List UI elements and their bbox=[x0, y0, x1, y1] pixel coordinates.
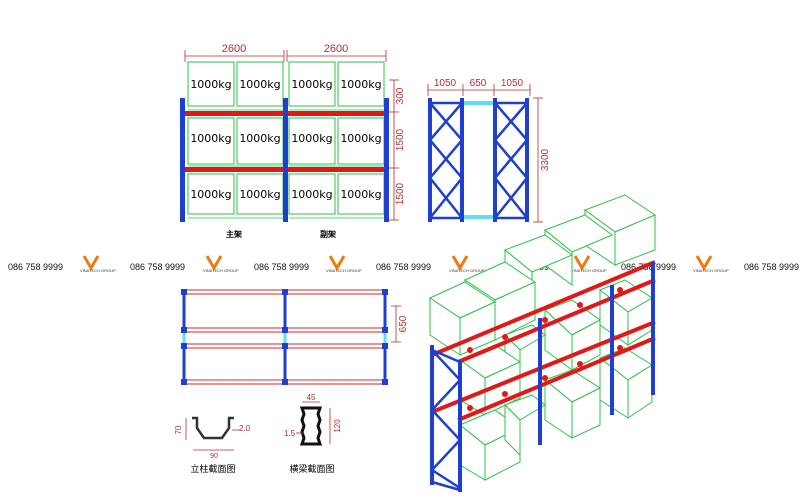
beam-section: 45 1.5 120 横梁截面图 bbox=[284, 393, 342, 475]
watermark-brand: VINATECH GROUP bbox=[203, 268, 239, 273]
row-spacers bbox=[464, 101, 493, 219]
watermark-phone: 086 758 9999 bbox=[621, 262, 676, 272]
load-label: 1000kg bbox=[190, 132, 231, 145]
watermark-brand: VINATECH GROUP bbox=[693, 268, 729, 273]
load-label: 1000kg bbox=[340, 188, 381, 201]
load-label: 1000kg bbox=[291, 132, 332, 145]
watermark-logo: VINATECH GROUP bbox=[571, 255, 607, 273]
watermark-brand: VINATECH GROUP bbox=[326, 268, 362, 273]
watermark-phone: 086 758 9999 bbox=[254, 262, 309, 272]
load-label: 1000kg bbox=[190, 188, 231, 201]
watermark-brand: VINATECH GROUP bbox=[80, 268, 116, 273]
watermark-logo: VINATECH GROUP bbox=[80, 255, 116, 273]
load-label: 1000kg bbox=[239, 132, 280, 145]
side-width-right: 1050 bbox=[501, 78, 524, 89]
isometric-view bbox=[428, 194, 657, 492]
load-labels: 1000kg 1000kg 1000kg 1000kg 1000kg 1000k… bbox=[190, 78, 381, 201]
beam-thickness: 1.5 bbox=[284, 429, 296, 438]
caption-main-frame: 主架 bbox=[226, 229, 242, 239]
level-height-mid: 1500 bbox=[395, 128, 406, 151]
level-height-bottom: 1500 bbox=[395, 182, 406, 205]
watermark-phone: 086 758 9999 bbox=[8, 262, 63, 272]
watermark-logo: VINATECH GROUP bbox=[203, 255, 239, 273]
front-view: 2600 2600 1000kg 1000kg 1000kg 1000kg 10… bbox=[180, 43, 406, 239]
load-label: 1000kg bbox=[340, 132, 381, 145]
watermark-strip: 086 758 9999 086 758 9999 086 758 9999 0… bbox=[8, 255, 799, 273]
caption-sub-frame: 副架 bbox=[320, 229, 336, 239]
upright-width: 90 bbox=[210, 453, 218, 460]
pallet-loads bbox=[187, 61, 385, 215]
watermark-logo: VINATECH GROUP bbox=[326, 255, 362, 273]
watermark-logo: VINATECH GROUP bbox=[449, 255, 485, 273]
load-label: 1000kg bbox=[190, 78, 231, 91]
side-width-left: 1050 bbox=[434, 78, 457, 89]
side-frame-left bbox=[428, 98, 464, 222]
iso-uprights bbox=[430, 262, 655, 492]
iso-beams bbox=[431, 260, 656, 422]
front-uprights bbox=[180, 98, 389, 222]
upright-section-title: 立柱截面图 bbox=[190, 463, 235, 475]
load-label: 1000kg bbox=[291, 78, 332, 91]
watermark-phone: 086 758 9999 bbox=[744, 262, 799, 272]
front-width-dimensions bbox=[184, 50, 387, 62]
top-frame-rails bbox=[182, 290, 387, 384]
side-frame-right bbox=[493, 98, 529, 222]
top-upright-nodes bbox=[181, 289, 388, 385]
upright-section: 70 2.0 90 立柱截面图 bbox=[174, 416, 251, 475]
bay-width-right: 2600 bbox=[324, 43, 348, 55]
load-label: 1000kg bbox=[239, 78, 280, 91]
bay-width-left: 2600 bbox=[222, 43, 246, 55]
side-view: 1050 650 1050 3300 bbox=[427, 78, 551, 223]
side-width-dimensions bbox=[427, 84, 543, 223]
front-height-dimensions bbox=[389, 79, 399, 221]
beam-width: 45 bbox=[307, 393, 316, 402]
top-depth: 650 bbox=[398, 315, 409, 332]
watermark-phone: 086 758 9999 bbox=[376, 262, 431, 272]
beam-section-title: 横梁截面图 bbox=[289, 463, 334, 475]
side-width-gap: 650 bbox=[470, 78, 487, 89]
top-depth-dimension bbox=[391, 305, 401, 343]
level-height-top: 300 bbox=[395, 87, 406, 104]
load-label: 1000kg bbox=[239, 188, 280, 201]
iso-beam-pins bbox=[467, 287, 623, 411]
watermark-logo: VINATECH GROUP bbox=[693, 255, 729, 273]
watermark-brand: VINATECH GROUP bbox=[571, 268, 607, 273]
load-label: 1000kg bbox=[340, 78, 381, 91]
load-label: 1000kg bbox=[291, 188, 332, 201]
watermark-brand: VINATECH GROUP bbox=[449, 268, 485, 273]
top-view: 650 bbox=[181, 289, 409, 385]
upright-thickness: 2.0 bbox=[239, 424, 251, 433]
upright-depth: 70 bbox=[174, 425, 183, 434]
beam-height: 120 bbox=[333, 419, 342, 433]
top-spacers bbox=[182, 332, 387, 344]
watermark-phone: 086 758 9999 bbox=[130, 262, 185, 272]
pallet-bases bbox=[188, 109, 384, 219]
side-height: 3300 bbox=[540, 148, 551, 171]
